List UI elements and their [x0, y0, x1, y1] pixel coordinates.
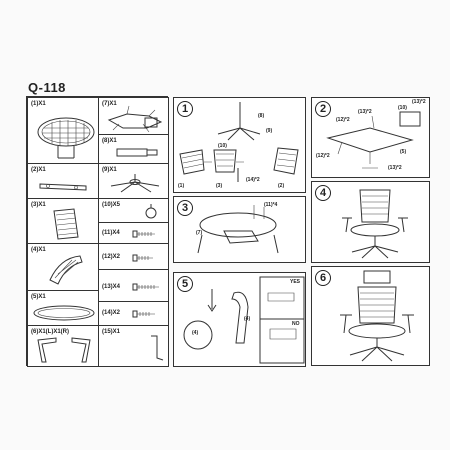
lumbar-support-illustration — [49, 255, 83, 285]
part-label: (6)X1(L)X1(R) — [31, 329, 70, 335]
part-label: (9)X1 — [102, 167, 117, 173]
part-cell-8: (8)X1 — [98, 134, 169, 164]
part-label: (12)X2 — [102, 254, 121, 260]
part-label: (15)X1 — [102, 329, 121, 335]
gas-lift-illustration — [116, 148, 158, 157]
part-cell-6: (6)X1(L)X1(R) — [27, 325, 99, 367]
step-number-badge: 1 — [177, 101, 193, 117]
step-6-chair-illustration — [340, 270, 414, 362]
part-cell-3: (3)X1 — [27, 198, 99, 244]
part-label: (1)X1 — [31, 101, 46, 107]
part-label: (7)X1 — [102, 101, 117, 107]
yes-label: YES — [290, 279, 301, 285]
step-number-badge: 5 — [177, 276, 193, 292]
part-label: (2)X1 — [31, 167, 46, 173]
part-label: (3)X1 — [31, 202, 46, 208]
step-1-panel: 1 (8) (9) (10) (1) (3) (2) (14)*2 — [173, 97, 306, 193]
callout: (7) — [196, 230, 203, 236]
callout: (13)*2 — [388, 165, 402, 171]
part-label: (8)X1 — [102, 138, 117, 144]
step-number-badge: 3 — [177, 200, 193, 216]
callout: (14)*2 — [246, 177, 260, 183]
part-cell-14: (14)X2 — [98, 301, 169, 326]
caster-illustration — [145, 204, 157, 219]
five-star-base-illustration — [110, 174, 160, 193]
part-cell-10: (10)X5 — [98, 198, 169, 223]
step-2-illustration — [326, 111, 421, 169]
step-4-chair-illustration — [342, 189, 408, 259]
callout: (4) — [244, 316, 251, 322]
part-label: (5)X1 — [31, 294, 46, 300]
part-cell-5: (5)X1 — [27, 290, 99, 326]
callout: (2) — [278, 183, 285, 189]
part-cell-12: (12)X2 — [98, 243, 169, 270]
part-label: (11)X4 — [102, 230, 120, 236]
callout: (13)*2 — [412, 99, 426, 105]
long-bolt-illustration — [132, 283, 159, 291]
callout: (5) — [400, 149, 407, 155]
callout: (10) — [398, 105, 407, 111]
mesh-backrest-illustration — [37, 117, 95, 159]
allen-key-illustration — [151, 335, 164, 361]
callout: (12)*2 — [316, 153, 330, 159]
step-1-illustration — [179, 102, 299, 182]
callout: (3) — [216, 183, 223, 189]
step-4-panel: 4 — [311, 181, 430, 263]
step-number-badge: 2 — [315, 101, 331, 117]
callout: (13)*2 — [358, 109, 372, 115]
part-label: (4)X1 — [31, 247, 46, 253]
no-label: NO — [292, 321, 300, 327]
part-cell-9: (9)X1 — [98, 163, 169, 199]
part-cell-1: (1)X1 — [27, 97, 99, 164]
part-label: (14)X2 — [102, 310, 121, 316]
part-label: (10)X5 — [102, 202, 121, 208]
step-number-badge: 6 — [315, 270, 331, 286]
model-title: Q-118 — [28, 80, 66, 95]
part-cell-11: (11)X4 — [98, 222, 169, 244]
step-3-illustration — [197, 205, 279, 254]
callout: (11)*4 — [264, 202, 278, 208]
seat-cushion-illustration — [53, 208, 79, 240]
step-5-panel: 5 (4) (4) YES NO — [173, 272, 306, 367]
step-5-illustration — [183, 276, 305, 364]
part-label: (13)X4 — [102, 284, 121, 290]
part-cell-2: (2)X1 — [27, 163, 99, 199]
callout: (4) — [192, 330, 199, 336]
screw-illustration — [132, 254, 153, 262]
callout: (10) — [218, 143, 227, 149]
parts-list-panel: (1)X1 (7)X1 (8)X1 (2)X1 (9)X1 — [26, 96, 169, 367]
part-cell-7: (7)X1 — [98, 97, 169, 135]
step-6-panel: 6 — [311, 266, 430, 366]
step-number-badge: 4 — [315, 185, 331, 201]
seat-frame-illustration — [33, 305, 95, 321]
step-2-panel: 2 (13)*2 (10) (12)*2 (13)*2 (12)*2 (5) (… — [311, 97, 430, 178]
callout: (12)*2 — [336, 117, 350, 123]
bolt-illustration — [132, 230, 155, 238]
back-bracket-illustration — [39, 183, 87, 191]
armrest-pair-illustration — [37, 337, 91, 363]
callout: (1) — [178, 183, 185, 189]
part-cell-13: (13)X4 — [98, 269, 169, 302]
part-cell-15: (15)X1 — [98, 325, 169, 367]
part-cell-4: (4)X1 — [27, 243, 99, 291]
step-3-panel: 3 (11)*4 (7) — [173, 196, 306, 263]
seat-mechanism-illustration — [107, 105, 163, 133]
short-bolt-illustration — [132, 310, 155, 318]
callout: (9) — [266, 128, 273, 134]
callout: (8) — [258, 113, 265, 119]
